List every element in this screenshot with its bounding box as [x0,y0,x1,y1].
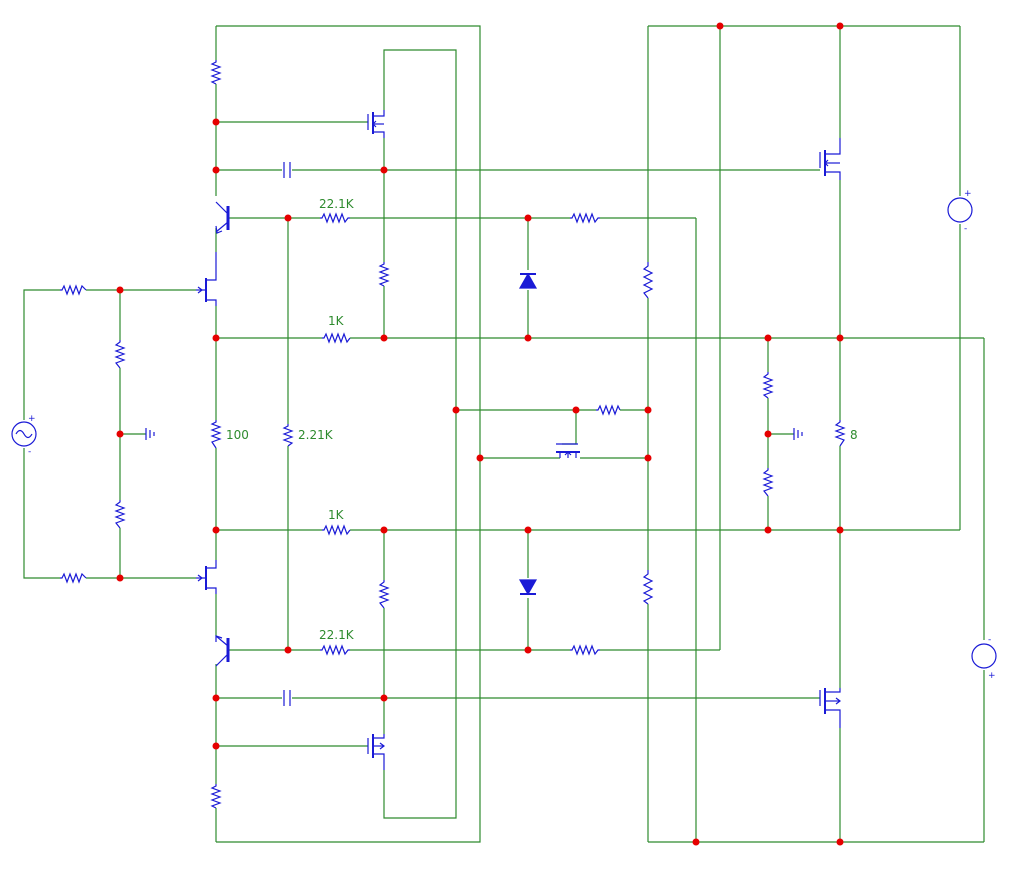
junction-dot [212,334,220,342]
resistor-r-col-bot [642,570,654,605]
junction-dot [692,838,700,846]
junction-dot [764,430,772,438]
junction-dot [524,214,532,222]
junction-dot [380,334,388,342]
supply-bottom-minus-sign: - [988,635,991,645]
junction-dot [212,694,220,702]
wire [23,448,60,579]
label-r-emitter: 100 [226,428,249,442]
junction-dot [836,334,844,342]
resistor-r-in-top [60,284,87,296]
bjt-bottom [215,635,230,667]
resistor-r-vbe [596,404,621,416]
resistor-r-net-top [762,372,774,399]
ac-source-input [11,421,37,447]
resistor-r-col-top [642,262,654,299]
input-plus-sign: + [28,414,36,424]
junction-dot [452,406,460,414]
wire [23,289,60,420]
resistor-r-bot-1k [322,524,351,536]
resistor-r-top-22-1k [320,212,350,224]
resistor-r-top-1k [322,332,351,344]
wires [23,25,985,843]
junction-dot [284,646,292,654]
junction-dot [380,526,388,534]
wire [562,410,577,445]
supply-top-plus-sign: + [964,189,972,199]
diode-bottom [518,579,538,596]
label-r-load: 8 [850,428,858,442]
resistor-r-in-bot [60,572,87,584]
mosfet-output-bottom [819,688,841,728]
junction-dot [116,286,124,294]
label-r-bias: 2.21K [298,428,334,442]
jfet-top [196,252,217,306]
label-r-bot-feedback: 22.1K [319,628,355,642]
label-r-bot-1k: 1K [328,508,345,522]
mosfet-predriver-bottom [367,734,385,770]
junction-dot [212,742,220,750]
input-minus-sign: - [28,447,31,457]
bjt-top [215,201,230,234]
resistor-r-in-mid-bot [114,500,126,529]
capacitor-top [283,162,291,178]
resistor-r-load-8 [834,420,846,447]
supply-top-minus-sign: - [964,224,967,234]
components [11,60,997,809]
resistor-r-top-left [210,60,222,85]
junction-dot [380,694,388,702]
junction-dot [380,166,388,174]
junction-dot [716,22,724,30]
resistor-r-bot-22-1k [320,644,350,656]
junction-dot [764,526,772,534]
resistor-r-gate-bot [570,644,600,656]
junction-dot [836,22,844,30]
junction-dot [764,334,772,342]
junction-dot [212,118,220,126]
mosfet-predriver-top [367,110,385,138]
ground-input [145,428,155,440]
junction-dot [212,526,220,534]
component-labels: 22.1K 1K 100 2.21K 1K 22.1K 8 + - + - - … [28,189,996,681]
resistor-r-net-bot [762,468,774,497]
diode-top [518,272,538,289]
junction-dot [116,430,124,438]
resistor-r-in-mid-top [114,340,126,369]
mosfet-output-top [819,138,841,180]
junction-dot [212,166,220,174]
junction-dot [572,406,580,414]
wire [216,25,481,843]
capacitor-bottom [283,690,291,706]
junction-dot [476,454,484,462]
junction-dot [836,838,844,846]
junction-dot [284,214,292,222]
junction-dot [644,454,652,462]
resistor-r-gate-top [570,212,600,224]
label-r-top-feedback: 22.1K [319,197,355,211]
junction-dot [524,646,532,654]
junction-dot [524,526,532,534]
resistor-r-bias-2-21k [282,424,294,447]
junction-dot [524,334,532,342]
resistor-r-bottom-left [210,784,222,809]
wire [383,49,457,819]
junction-dot [836,526,844,534]
junction-dot [644,406,652,414]
junction-dot [116,574,124,582]
resistor-r-emitter-100 [210,420,222,449]
dc-supply-top [947,197,973,223]
label-r-top-1k: 1K [328,314,345,328]
dc-supply-bottom [971,643,997,669]
resistor-r-drain-top [378,262,390,287]
junction-dots [116,22,844,846]
ground-output [793,428,803,440]
supply-bottom-plus-sign: + [988,671,996,681]
mosfet-vbe-multiplier [556,443,580,458]
jfet-bottom [196,560,217,594]
resistor-r-drain-bot [378,580,390,609]
